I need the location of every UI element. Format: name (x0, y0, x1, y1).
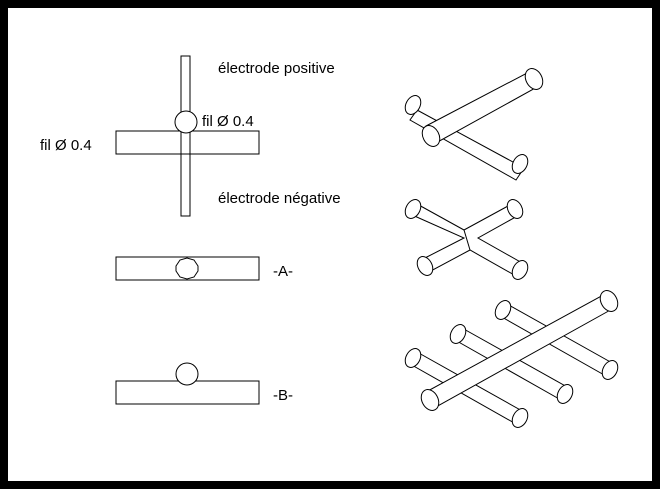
parallel-rod-1-front-end (511, 408, 529, 428)
front-cylinder-end (421, 125, 441, 147)
crossed-cylinders-top (404, 68, 544, 181)
parallel-rod-1-end (404, 348, 422, 368)
parallel-rod-3-end (494, 300, 512, 320)
negative-electrode-label: électrode négative (218, 190, 341, 207)
welding-diagram: électrode positive fil Ø 0.4 fil Ø 0.4 é… (40, 55, 619, 428)
positive-electrode-label: électrode positive (218, 60, 335, 77)
vertical-wire-section (174, 110, 198, 134)
diagram-canvas: électrode positive fil Ø 0.4 fil Ø 0.4 é… (8, 8, 652, 481)
electrode-outline (180, 55, 191, 217)
parallel-rod-2-end (449, 324, 467, 344)
back-cylinder-end (404, 95, 422, 115)
fused-cross (404, 199, 529, 280)
crossing-rod-end (420, 389, 440, 411)
case-b-label: -B- (273, 387, 293, 404)
wire-vertical-label: fil Ø 0.4 (202, 113, 254, 130)
case-b-diagram (115, 362, 260, 405)
back-cylinder-front-end (511, 154, 529, 174)
wire-horizontal-label: fil Ø 0.4 (40, 137, 92, 154)
parallel-rod-3-front-end (601, 360, 619, 380)
crossing-rod-far-end (599, 290, 619, 312)
front-cylinder-body (425, 71, 540, 145)
fused-cross-end-1 (404, 199, 422, 219)
case-a-label: -A- (273, 263, 293, 280)
case-b-wire-section (175, 362, 199, 386)
parallel-rod-2-front-end (556, 384, 574, 404)
fused-cross-end-3 (511, 260, 529, 280)
case-a-diagram (115, 256, 260, 281)
multi-rod-assembly (404, 290, 619, 428)
case-a-wire-section (175, 257, 199, 280)
fused-cross-end-2 (506, 199, 524, 219)
electrode-assembly (115, 55, 260, 217)
fused-cross-seam (463, 229, 471, 251)
horizontal-wire (115, 130, 260, 155)
front-cylinder-far-end (524, 68, 544, 90)
fused-cross-end-4 (416, 256, 434, 276)
